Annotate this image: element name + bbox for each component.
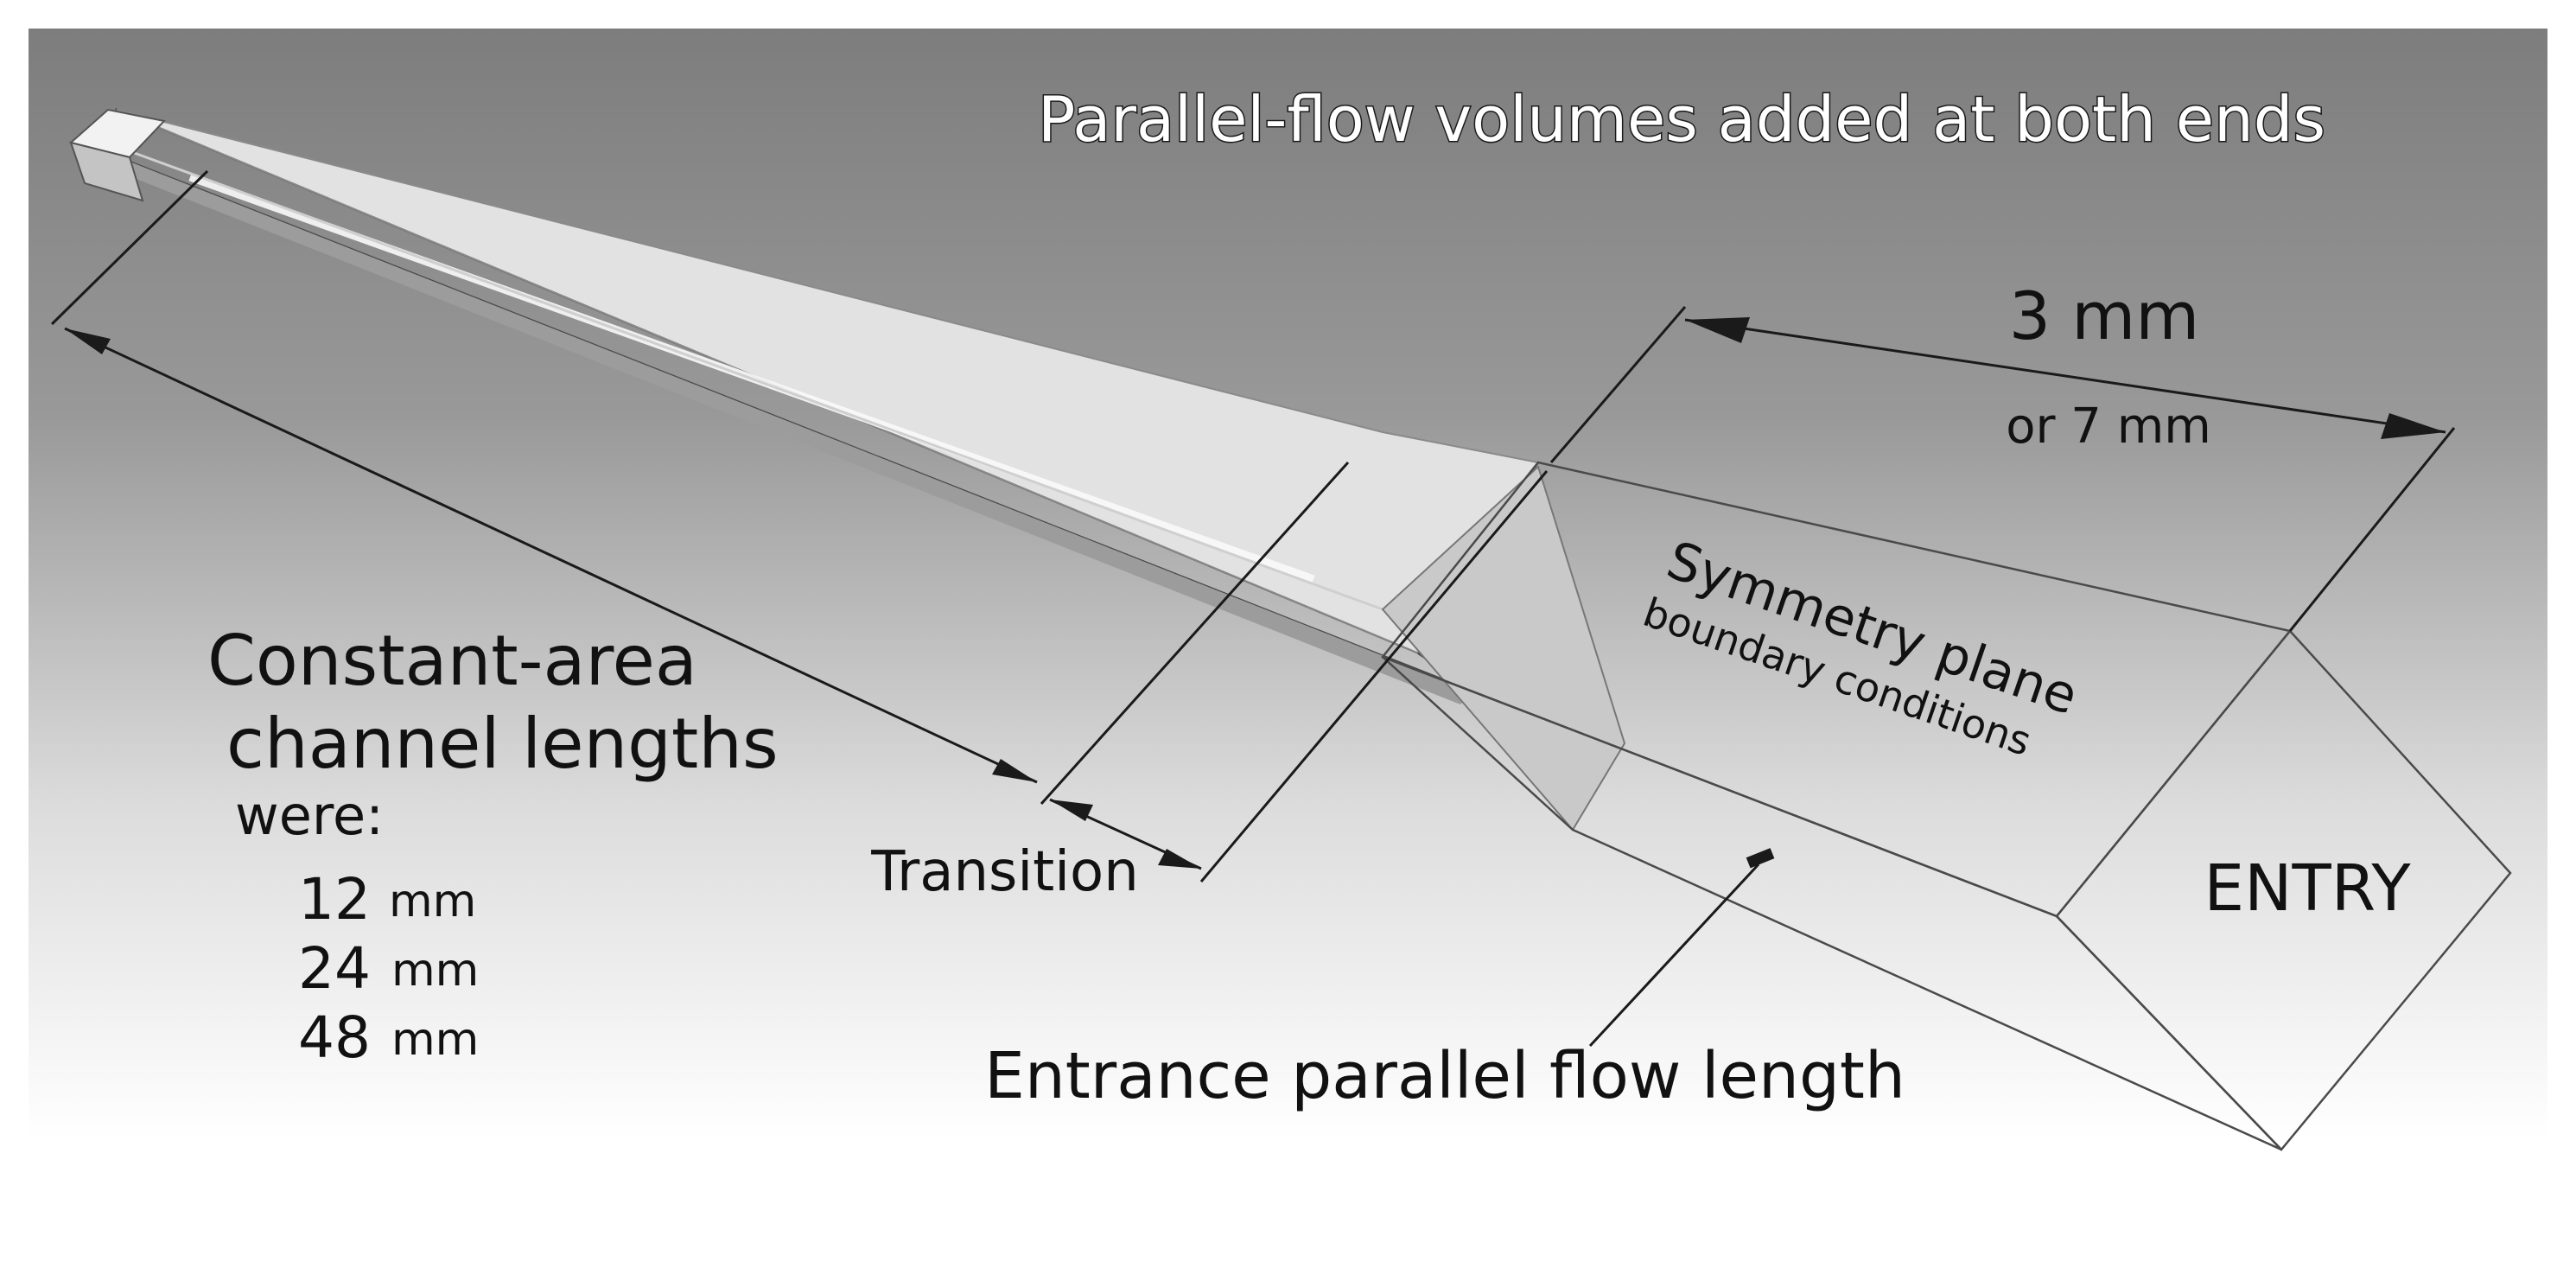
constant-area-line1: Constant-area	[207, 621, 697, 701]
transition-dimension	[1040, 461, 1549, 883]
length-value: 24	[298, 935, 371, 1002]
width-dimension	[1549, 306, 2456, 632]
entry-face	[2055, 629, 2512, 1151]
length-unit: mm	[391, 1014, 479, 1066]
constant-area-block: Constant-area channel lengths were: 12 m…	[207, 621, 779, 1071]
length-unit: mm	[391, 945, 479, 997]
constant-area-line2: channel lengths	[226, 704, 779, 784]
length-value: 12	[298, 866, 371, 933]
transition-label: Transition	[870, 840, 1139, 904]
width-primary-label: 3 mm	[2009, 277, 2200, 354]
transition-section	[1381, 465, 1626, 832]
entrance-leader	[1588, 848, 1775, 1048]
exit-end-cap	[68, 108, 166, 202]
constant-area-line3: were:	[235, 784, 384, 847]
length-unit: mm	[389, 876, 476, 927]
entrance-length-label: Entrance parallel flow length	[984, 1039, 1905, 1113]
diagram-title: Parallel-flow volumes added at both ends	[1038, 83, 2325, 156]
channel-length-dimension	[50, 169, 1038, 784]
length-value: 48	[298, 1004, 371, 1071]
entry-label: ENTRY	[2204, 851, 2411, 926]
width-secondary-label: or 7 mm	[2006, 398, 2211, 455]
